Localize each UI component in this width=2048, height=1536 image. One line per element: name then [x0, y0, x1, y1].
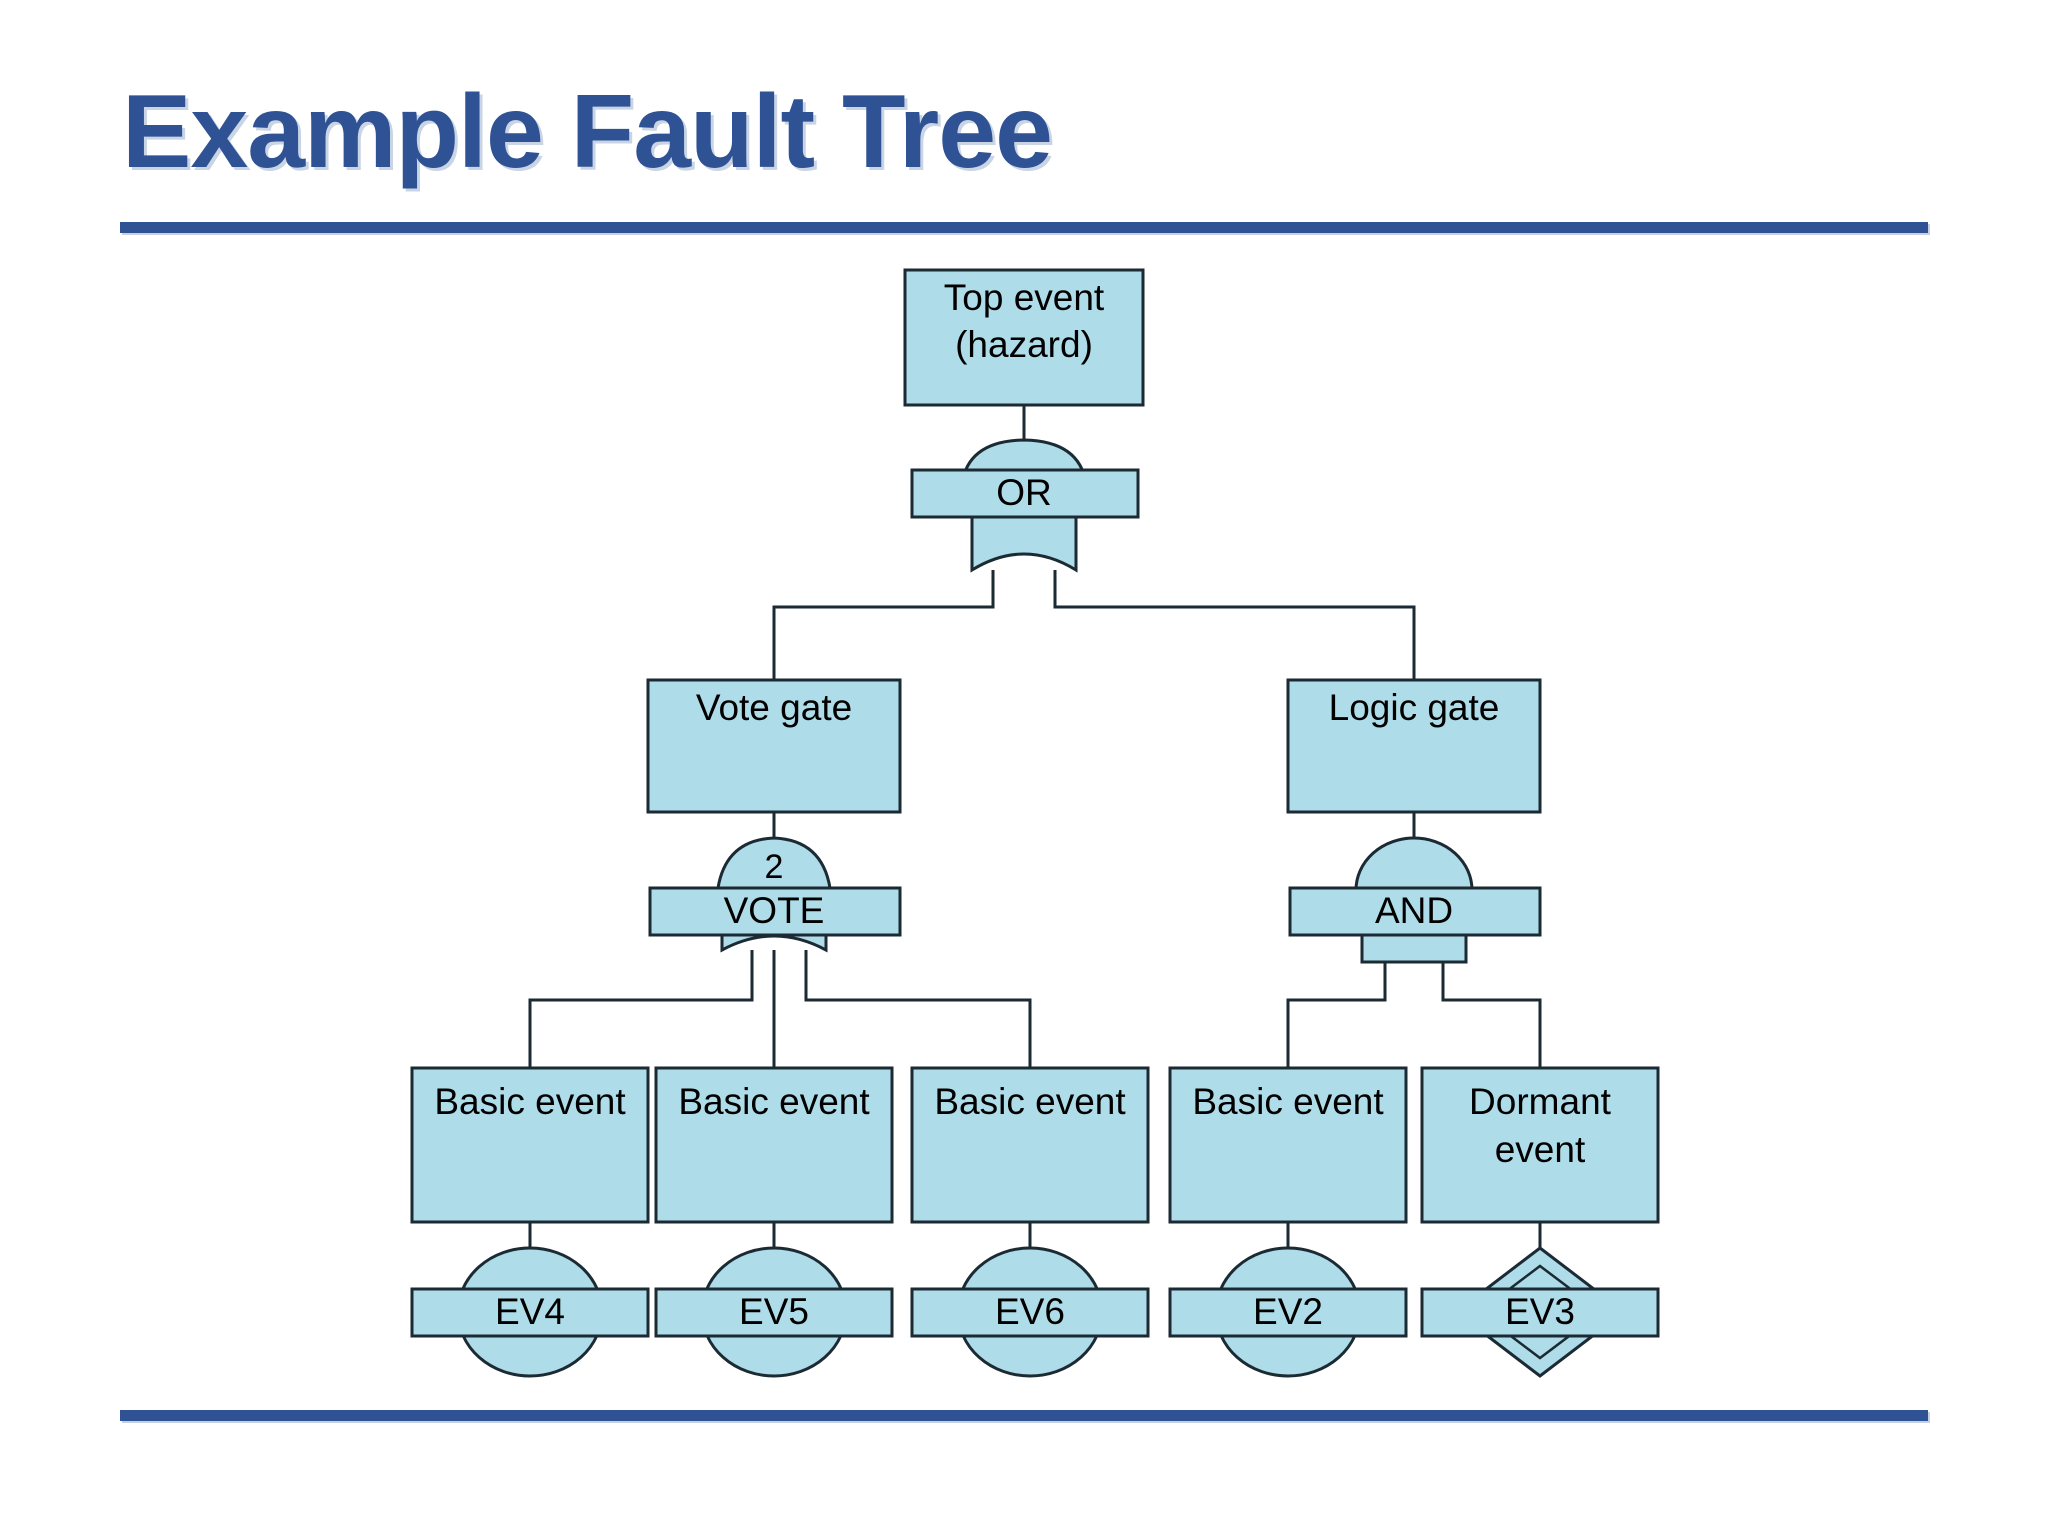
leaf-event-ev5[interactable]: EV5: [654, 1246, 894, 1378]
ev3-label-bar[interactable]: [1420, 1287, 1660, 1338]
node-top-event[interactable]: Top event (hazard): [903, 268, 1145, 407]
leaf-event-ev6[interactable]: EV6: [910, 1246, 1150, 1378]
connector-andgate-dormantevent: [1441, 962, 1542, 1068]
vote-gate-dome[interactable]: [716, 836, 832, 890]
vote-gate-label: VOTE: [724, 890, 825, 931]
node-basic-event-2[interactable]: Basic event: [654, 1066, 894, 1224]
logic-gate-box[interactable]: [1286, 678, 1542, 814]
ev5-label: EV5: [739, 1291, 809, 1332]
connector-andgate-basicevent4: [1286, 962, 1387, 1068]
logic-gate-box-label: Logic gate: [1329, 687, 1500, 728]
ev6-label: EV6: [995, 1291, 1065, 1332]
basic-event-2-label: Basic event: [678, 1081, 870, 1122]
or-gate-label: OR: [996, 472, 1052, 513]
connector-votegate-basicevent3: [804, 950, 1032, 1068]
and-gate-label-bar[interactable]: [1288, 886, 1542, 937]
ev2-label: EV2: [1253, 1291, 1323, 1332]
vote-gate-annotation: 2: [765, 848, 784, 886]
ev4-label: EV4: [495, 1291, 565, 1332]
vote-gate-box-label: Vote gate: [696, 687, 852, 728]
node-basic-event-1[interactable]: Basic event: [410, 1066, 650, 1224]
ev3-label: EV3: [1505, 1291, 1575, 1332]
or-gate-label-bar[interactable]: [910, 468, 1140, 519]
top-event-label-line1: Top event: [944, 277, 1105, 318]
basic-event-2-box[interactable]: [654, 1066, 894, 1224]
ev6-label-bar[interactable]: [910, 1287, 1150, 1338]
top-event-box[interactable]: [903, 268, 1145, 407]
dormant-event-label-line1: Dormant: [1469, 1081, 1612, 1122]
dormant-event-box[interactable]: [1420, 1066, 1660, 1224]
and-gate-dome[interactable]: [1354, 836, 1474, 892]
connector-layer: [528, 405, 1542, 1248]
vote-gate-label-bar[interactable]: [648, 886, 902, 937]
basic-event-1-box[interactable]: [410, 1066, 650, 1224]
basic-event-3-box[interactable]: [910, 1066, 1150, 1224]
page-title: Example Fault Tree: [122, 74, 1053, 190]
ev2-label-bar[interactable]: [1168, 1287, 1408, 1338]
leaf-event-ev4[interactable]: EV4: [410, 1246, 650, 1378]
node-basic-event-3[interactable]: Basic event: [910, 1066, 1150, 1224]
basic-event-3-label: Basic event: [934, 1081, 1126, 1122]
connector-orgate-logicgate: [1053, 570, 1416, 680]
basic-event-4-label: Basic event: [1192, 1081, 1384, 1122]
ev5-label-bar[interactable]: [654, 1287, 894, 1338]
connector-votegate-basicevent1: [528, 950, 754, 1068]
vote-gate-box[interactable]: [646, 678, 902, 814]
node-vote-gate-box[interactable]: Vote gate: [646, 678, 902, 814]
ev4-label-bar[interactable]: [410, 1287, 650, 1338]
basic-event-1-label: Basic event: [434, 1081, 626, 1122]
and-gate-label: AND: [1375, 890, 1453, 931]
leaf-event-ev2[interactable]: EV2: [1168, 1246, 1408, 1378]
node-basic-event-4[interactable]: Basic event: [1168, 1066, 1408, 1224]
leaf-event-ev3[interactable]: EV3: [1420, 1246, 1660, 1378]
dormant-event-label-line2: event: [1495, 1129, 1586, 1170]
gate-or[interactable]: OR: [910, 438, 1140, 573]
node-logic-gate-box[interactable]: Logic gate: [1286, 678, 1542, 814]
footer-rule: [120, 1410, 1928, 1421]
connector-orgate-votegate: [772, 570, 995, 680]
node-dormant-event[interactable]: Dormant event: [1420, 1066, 1660, 1224]
title-underline-rule: [120, 222, 1928, 233]
basic-event-4-box[interactable]: [1168, 1066, 1408, 1224]
gate-vote[interactable]: 2 VOTE: [648, 836, 902, 953]
top-event-label-line2: (hazard): [955, 324, 1093, 365]
gate-and[interactable]: AND: [1288, 836, 1542, 964]
